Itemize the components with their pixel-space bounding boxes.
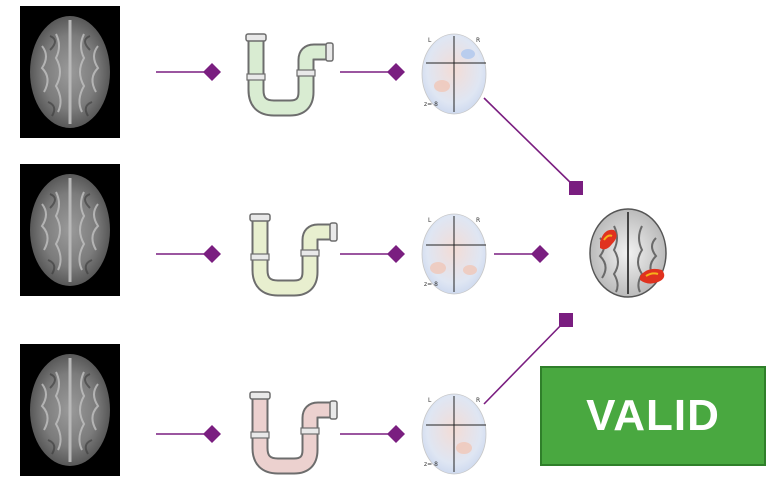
map-left-label: L [428,397,432,404]
connector-diamond-marker [203,63,221,81]
mri-axial-slice-icon [18,162,122,298]
map-slice-label: z= 8 [424,101,438,108]
pipe-icon [250,392,337,466]
statistical-map-thumbnail: L R z= 8 [421,213,487,295]
mri-axial-slice-icon [18,342,122,477]
pipe-icon [246,34,333,108]
connector-diamond-marker [387,245,405,263]
pipeline-row-2: L R z= 8 [18,162,487,298]
map-slice-label: z= 8 [424,461,438,468]
map-right-label: R [476,217,480,224]
mri-axial-slice-icon [18,4,122,140]
statistical-map-thumbnail: L R z= 8 [421,33,487,115]
valid-label: VALID [586,391,720,440]
pipe-icon [250,214,337,288]
map-slice-label: z= 8 [424,281,438,288]
valid-badge: VALID [540,366,766,466]
pipeline-row-1: L R z= 8 [18,4,487,140]
connector-square-marker [559,313,573,327]
statistical-map-thumbnail: L R z= 8 [421,393,487,475]
map-right-label: R [476,37,480,44]
map-left-label: L [428,217,432,224]
connector-diamond-marker [203,245,221,263]
connector-map-to-result [483,319,567,405]
connector-square-marker [569,181,583,195]
connector-diamond-marker [387,425,405,443]
connector-diamond-marker [387,63,405,81]
brain-activation-map-icon [589,208,667,298]
map-right-label: R [476,397,480,404]
connector-diamond-marker [531,245,549,263]
connector-map-to-result [483,97,577,189]
pipeline-row-3: L R z= 8 [18,342,487,477]
map-left-label: L [428,37,432,44]
connector-lines [156,63,583,443]
connector-diamond-marker [203,425,221,443]
